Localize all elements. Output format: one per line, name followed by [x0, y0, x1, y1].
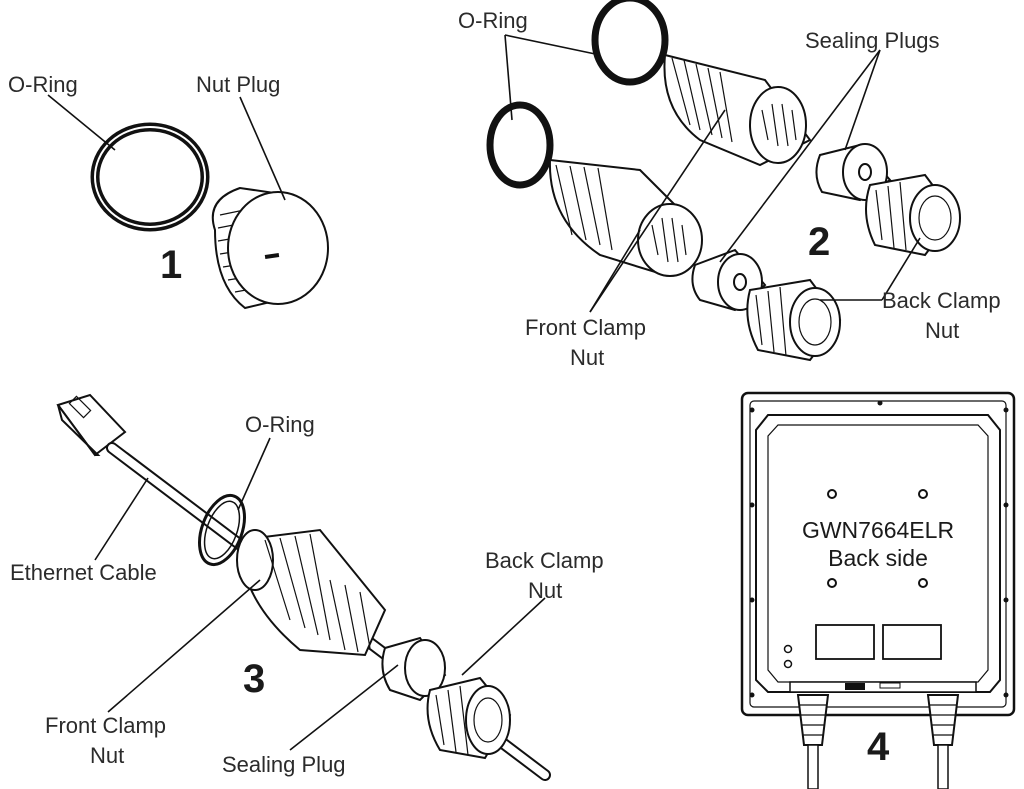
- front-clamp-nut-part: [663, 53, 812, 167]
- cable-connector-left: [796, 694, 830, 789]
- label-sealing-plug: Sealing Plug: [222, 752, 346, 777]
- device-side-label: Back side: [828, 545, 928, 571]
- label-front-clamp-nut-line2: Nut: [570, 345, 604, 370]
- device-model-label: GWN7664ELR: [802, 517, 954, 543]
- step-number: 3: [243, 657, 265, 701]
- cable-connector-right: [926, 694, 960, 789]
- label-front-clamp-nut: Front Clamp: [525, 315, 646, 340]
- panel-1: O-Ring Nut Plug 1: [8, 72, 329, 310]
- panel-4: GWN7664ELR Back side 4: [740, 391, 1016, 789]
- front-clamp-nut-part: [236, 528, 387, 657]
- label-nut-plug: Nut Plug: [196, 72, 280, 97]
- back-clamp-nut-part: [865, 173, 961, 257]
- o-ring-part: [486, 101, 554, 189]
- step-number: 1: [160, 243, 182, 287]
- o-ring-part: [90, 122, 210, 232]
- label-sealing-plugs: Sealing Plugs: [805, 28, 940, 53]
- label-back-clamp-nut-line2: Nut: [925, 318, 959, 343]
- step-number: 2: [808, 220, 830, 264]
- label-o-ring: O-Ring: [458, 8, 528, 33]
- access-point-device: [740, 391, 1016, 717]
- label-back-clamp-nut: Back Clamp: [882, 288, 1001, 313]
- panel-2: O-Ring Sealing Plugs Back Clamp Nut Fron…: [458, 0, 1001, 370]
- back-clamp-nut-part: [426, 676, 512, 760]
- label-front-clamp-nut: Front Clamp: [45, 713, 166, 738]
- nut-plug-part: [211, 186, 329, 310]
- label-front-clamp-nut-line2: Nut: [90, 743, 124, 768]
- panel-3: O-Ring Ethernet Cable Back Clamp Nut Fro…: [10, 393, 604, 781]
- rj45-connector-part: [56, 393, 127, 457]
- front-clamp-nut-part: [548, 158, 703, 277]
- o-ring-part: [198, 493, 246, 567]
- label-back-clamp-nut-line2: Nut: [528, 578, 562, 603]
- back-clamp-nut-part: [746, 278, 842, 362]
- o-ring-part: [591, 0, 669, 86]
- step-number: 4: [867, 725, 890, 769]
- label-o-ring: O-Ring: [8, 72, 78, 97]
- label-o-ring: O-Ring: [245, 412, 315, 437]
- sealing-plug-part: [381, 636, 447, 702]
- label-ethernet-cable: Ethernet Cable: [10, 560, 157, 585]
- label-back-clamp-nut: Back Clamp: [485, 548, 604, 573]
